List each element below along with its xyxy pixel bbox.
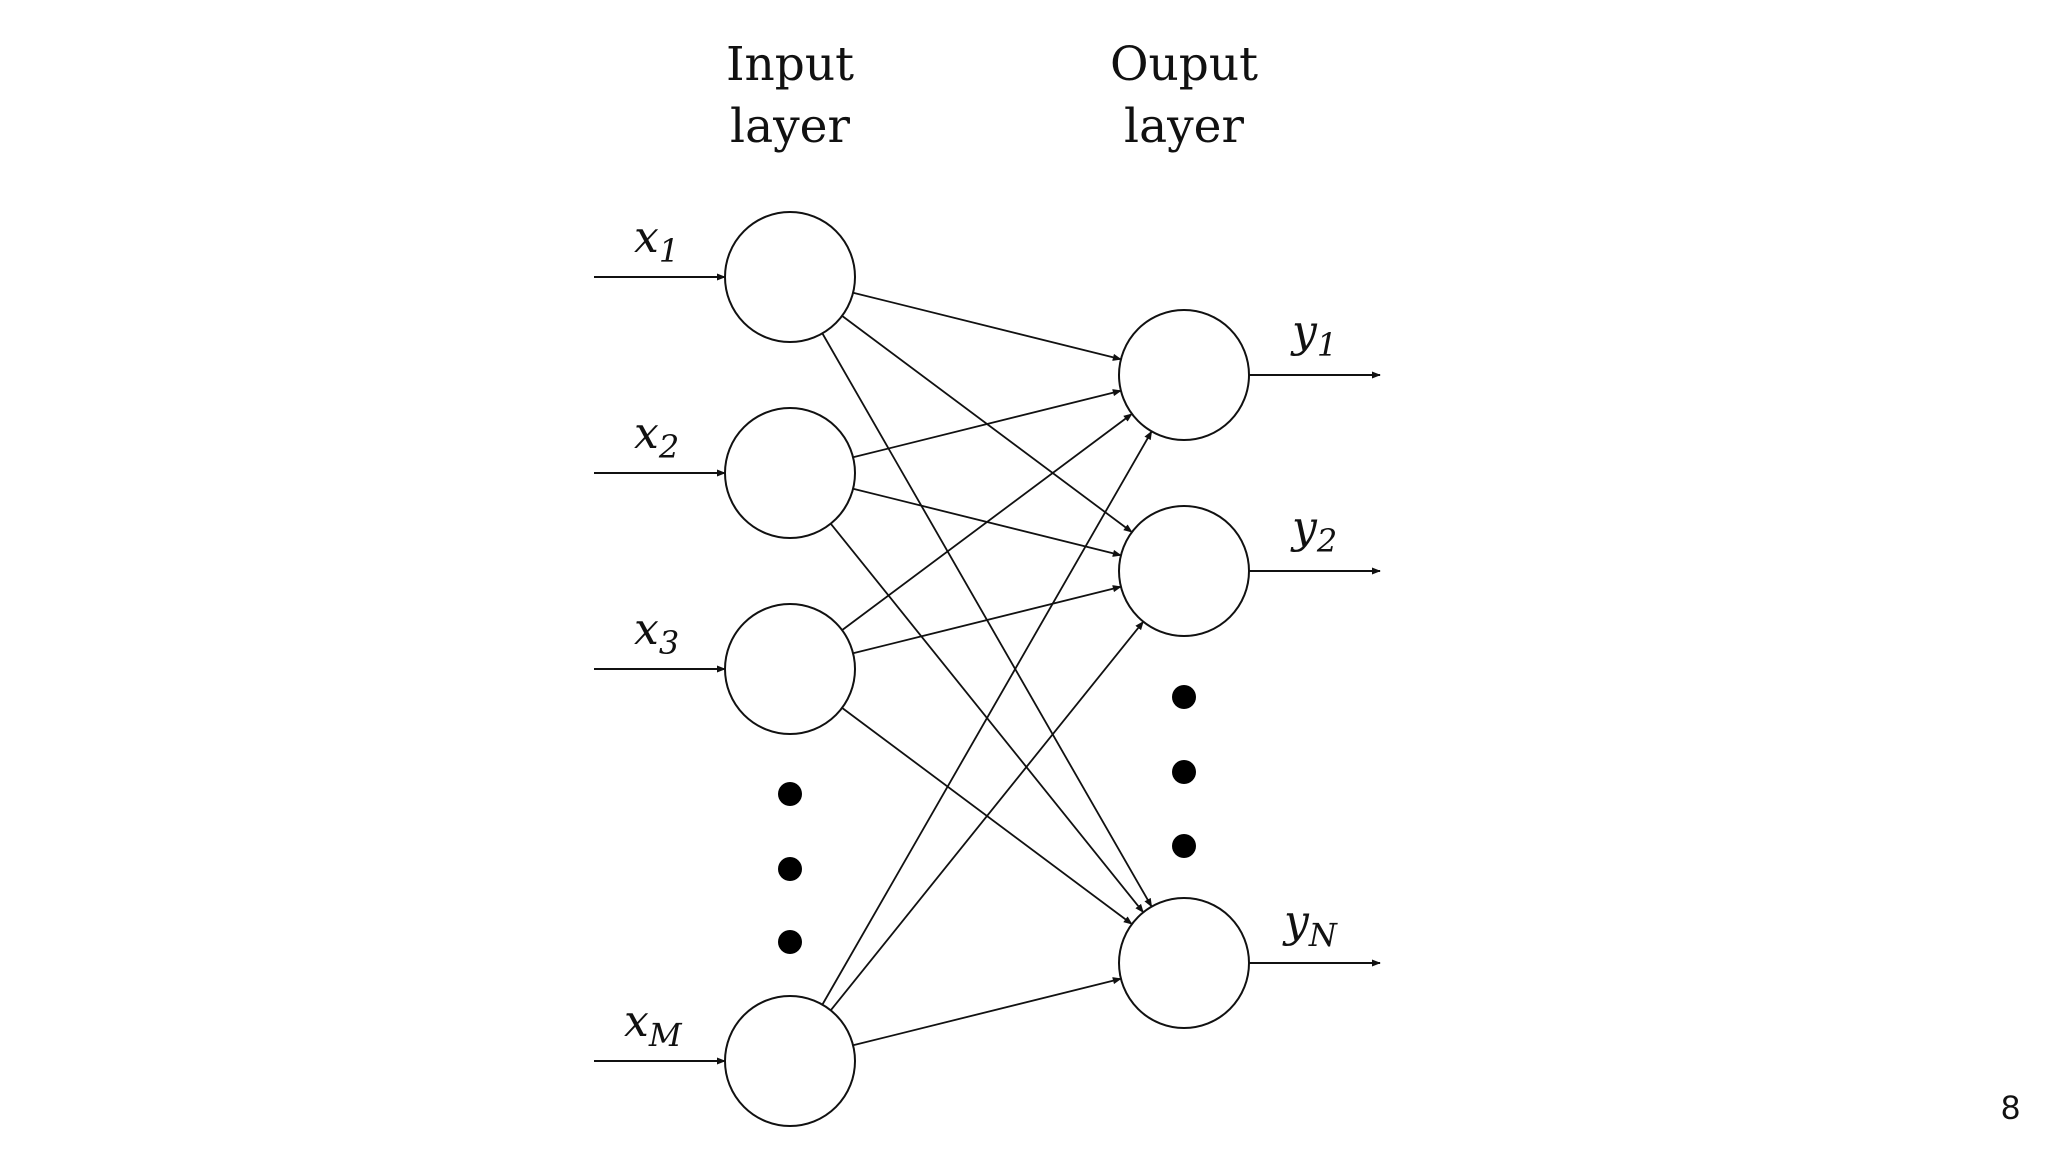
connection-edge-4-2 bbox=[830, 620, 1144, 1011]
page-number: 8 bbox=[2001, 1089, 2020, 1127]
input-neuron-4 bbox=[724, 995, 856, 1127]
input-neuron-1 bbox=[724, 211, 856, 343]
output-label-yn: yN bbox=[1282, 896, 1338, 954]
output-layer-title-line1: Ouput bbox=[1110, 37, 1258, 92]
input-ellipsis-dot-1 bbox=[778, 782, 802, 806]
ellipsis-dots bbox=[778, 685, 1196, 954]
output-neuron-2 bbox=[1118, 505, 1250, 637]
connections bbox=[821, 291, 1153, 1047]
connection-edge-1-1 bbox=[852, 291, 1122, 361]
input-label-x3: x3 bbox=[634, 604, 679, 662]
input-label-x1: x1 bbox=[634, 212, 679, 270]
connection-edge-3-2 bbox=[852, 585, 1122, 655]
input-label-xm: xM bbox=[624, 996, 683, 1054]
output-neuron-1 bbox=[1118, 309, 1250, 441]
output-ellipsis-dot-3 bbox=[1172, 834, 1196, 858]
output-label-y2: y2 bbox=[1290, 502, 1337, 560]
connection-edge-4-3 bbox=[852, 977, 1122, 1047]
output-label-y1: y1 bbox=[1290, 306, 1337, 364]
connection-edge-4-1 bbox=[821, 430, 1153, 1006]
input-neuron-3 bbox=[724, 603, 856, 735]
output-neuron-3 bbox=[1118, 897, 1250, 1029]
io-arrows bbox=[594, 273, 1381, 1065]
output-ellipsis-dot-2 bbox=[1172, 760, 1196, 784]
input-layer-title-line2: layer bbox=[730, 99, 850, 154]
output-ellipsis-dot-1 bbox=[1172, 685, 1196, 709]
neurons bbox=[724, 211, 1250, 1127]
input-layer-title-line1: Input bbox=[726, 37, 854, 92]
input-ellipsis-dot-3 bbox=[778, 930, 802, 954]
connection-edge-2-1 bbox=[852, 389, 1122, 459]
connection-edge-3-1 bbox=[841, 413, 1133, 631]
input-neuron-2 bbox=[724, 407, 856, 539]
output-layer-title-line2: layer bbox=[1124, 99, 1244, 154]
input-label-x2: x2 bbox=[634, 408, 679, 466]
input-ellipsis-dot-2 bbox=[778, 857, 802, 881]
